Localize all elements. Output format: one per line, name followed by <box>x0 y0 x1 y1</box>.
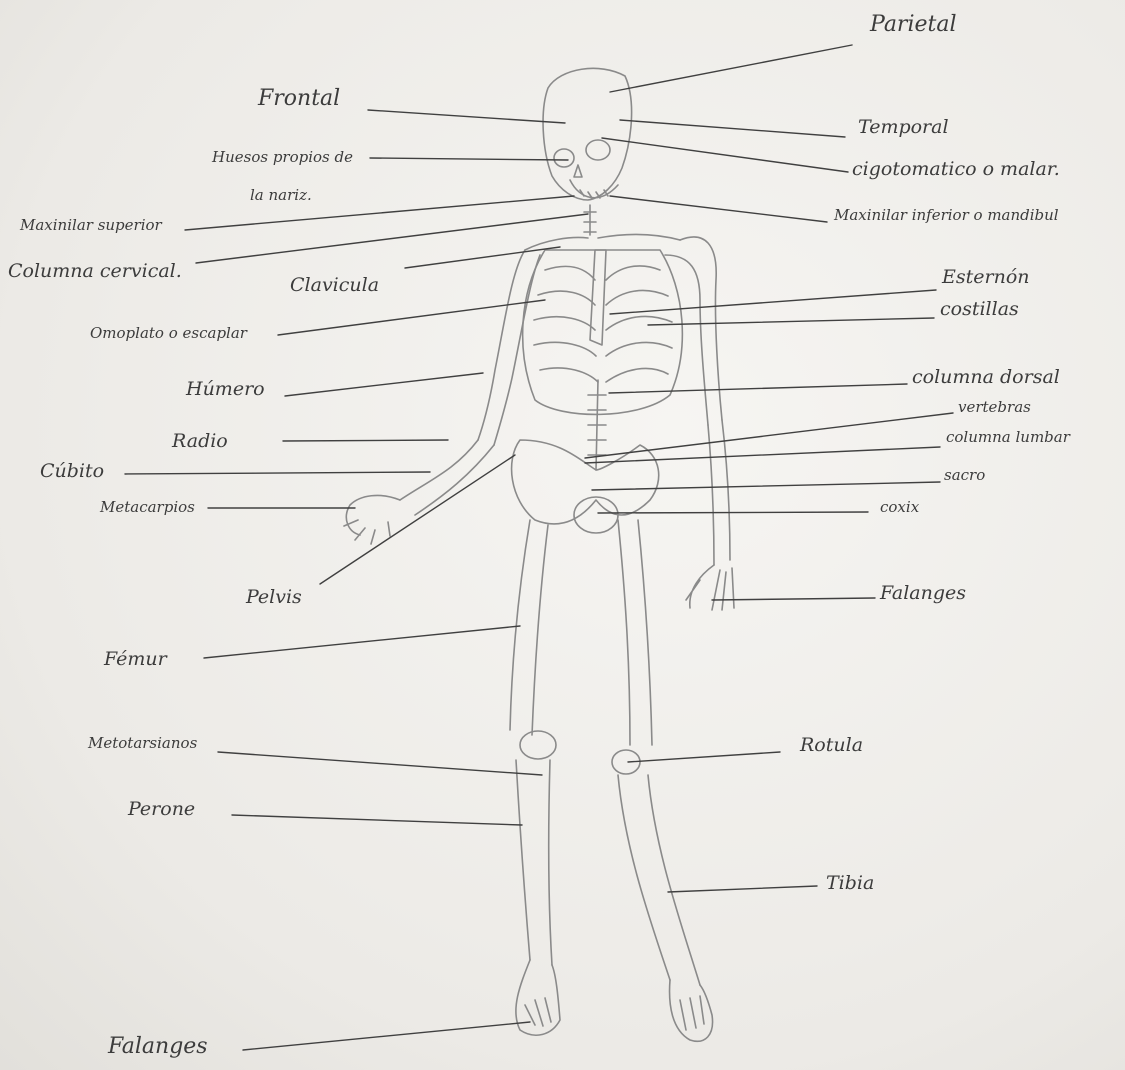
teeth <box>580 190 608 198</box>
leader-maxilar-superior <box>185 196 574 230</box>
leader-femur <box>204 626 520 658</box>
leader-tibia <box>668 886 817 892</box>
label-frontal: Frontal <box>258 88 340 110</box>
femur-left <box>510 520 548 735</box>
label-esternon: Esternón <box>942 268 1030 287</box>
label-maxilar-superior: Maxinilar superior <box>20 218 162 233</box>
eye-socket-left <box>554 149 574 167</box>
eye-socket-right <box>586 140 610 160</box>
leader-columna-lumbar <box>585 447 940 463</box>
label-humero: Húmero <box>186 380 265 399</box>
leader-metatarsianos <box>218 752 542 775</box>
label-cigomatico: cigotomatico o malar. <box>852 160 1060 179</box>
clavicle-right <box>598 235 680 241</box>
leader-coxis <box>598 512 868 513</box>
label-clavicula: Clavicula <box>290 276 379 295</box>
label-columna-dorsal: columna dorsal <box>912 368 1060 387</box>
leader-vertebras <box>585 413 953 458</box>
leader-humero <box>285 373 483 396</box>
label-maxilar-inferior: Maxinilar inferior o mandibul <box>834 208 1059 223</box>
leader-cubito <box>125 472 430 474</box>
label-radio: Radio <box>172 432 228 451</box>
label-rotula: Rotula <box>800 736 863 755</box>
leader-columna-dorsal <box>609 384 907 393</box>
label-metatarsianos: Metotarsianos <box>88 736 197 751</box>
foot-right <box>670 980 713 1041</box>
leader-temporal <box>620 120 845 137</box>
leader-cigomatico <box>602 138 848 172</box>
leader-perone <box>232 815 522 825</box>
humerus-right-2 <box>665 255 708 425</box>
label-coxis: coxix <box>880 500 919 515</box>
cervical-spine <box>584 205 596 235</box>
label-femur: Fémur <box>104 650 167 669</box>
pelvis-bone <box>512 440 659 524</box>
label-falanges-mano: Falanges <box>880 584 966 603</box>
leader-maxilar-inferior <box>610 196 827 222</box>
label-pelvis: Pelvis <box>246 588 302 607</box>
leader-sacro <box>592 482 940 490</box>
sternum <box>590 250 606 345</box>
rib <box>540 368 668 382</box>
leader-columna-cervical <box>196 214 588 263</box>
label-vertebras: vertebras <box>958 400 1031 415</box>
label-columna-cervical: Columna cervical. <box>8 262 182 281</box>
label-tibia: Tibia <box>826 874 874 893</box>
label-cubito: Cúbito <box>40 462 104 481</box>
label-perone: Perone <box>128 800 195 819</box>
label-nasal-line2: la nariz. <box>250 188 312 203</box>
leader-nasal <box>370 158 568 160</box>
skeleton-drawing <box>344 68 734 1041</box>
leader-pelvis <box>320 455 515 584</box>
skull-outline <box>543 68 632 200</box>
knee-left <box>520 731 556 759</box>
nasal-opening <box>574 165 582 177</box>
rib <box>534 342 672 356</box>
label-sacro: sacro <box>944 468 985 483</box>
leader-radio <box>283 440 448 441</box>
femur-right <box>618 520 652 745</box>
label-costillas: costillas <box>940 300 1019 319</box>
leader-falanges-mano <box>712 598 875 600</box>
label-parietal: Parietal <box>870 14 957 36</box>
lower-leg-right <box>618 775 700 985</box>
leader-falanges-pie <box>243 1022 530 1050</box>
label-falanges-pie: Falanges <box>108 1036 208 1058</box>
humerus-left-2 <box>494 255 540 445</box>
label-nasal-line1: Huesos propios de <box>212 150 353 165</box>
leader-costillas <box>648 318 934 325</box>
hand-right <box>686 565 734 610</box>
jaw <box>570 180 618 198</box>
leader-rotula <box>628 752 780 762</box>
label-temporal: Temporal <box>858 118 949 137</box>
foot-left <box>516 960 560 1035</box>
leader-frontal <box>368 110 565 123</box>
leader-parietal <box>610 45 852 92</box>
leader-esternon <box>610 290 936 314</box>
label-omoplato: Omoplato o escaplar <box>90 326 247 341</box>
rib <box>545 266 660 280</box>
lower-leg-left <box>516 760 552 965</box>
label-columna-lumbar: columna lumbar <box>946 430 1070 445</box>
label-metacarpios: Metacarpios <box>100 500 195 515</box>
